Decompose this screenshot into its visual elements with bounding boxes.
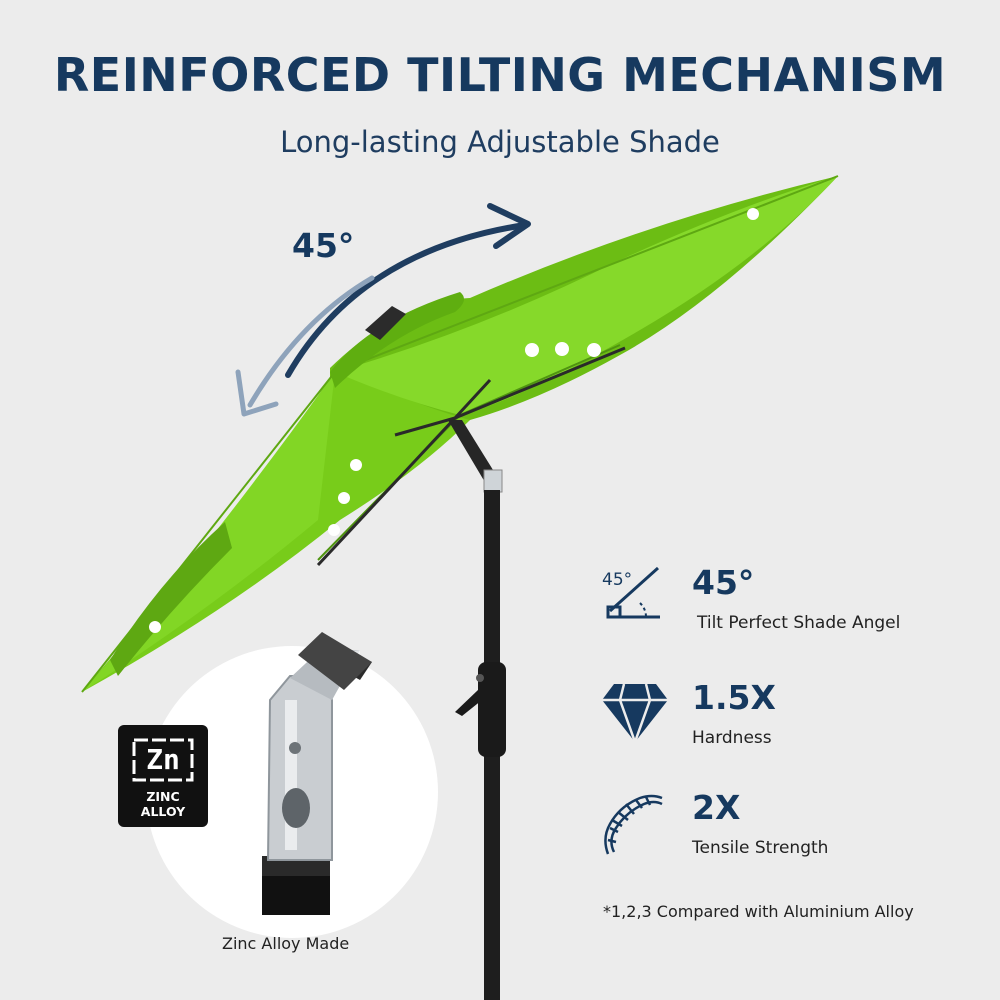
feature-value: 2X	[692, 788, 741, 827]
curved-double-arrow-icon	[235, 203, 531, 417]
tilt-angle-label: 45°	[292, 226, 355, 265]
feature-description: Tensile Strength	[692, 838, 829, 858]
badge-label: ZINC ALLOY	[118, 789, 208, 819]
badge-line-2: ALLOY	[140, 804, 186, 819]
feature-tilt: 45° 45° Tilt Perfect Shade Angel	[600, 563, 980, 653]
feature-value: 45°	[692, 563, 755, 602]
page-subtitle: Long-lasting Adjustable Shade	[280, 125, 720, 159]
feature-value: 1.5X	[692, 678, 776, 717]
feature-description: Tilt Perfect Shade Angel	[697, 613, 901, 633]
umbrella-pole	[448, 420, 506, 1000]
feature-tensile: 2X Tensile Strength	[600, 788, 980, 878]
zinc-alloy-badge: Zn ZINC ALLOY	[118, 725, 208, 827]
badge-line-1: ZINC	[146, 789, 180, 804]
diamond-icon	[602, 683, 668, 746]
led-lights	[149, 208, 759, 633]
feature-description: Hardness	[692, 728, 772, 748]
page-title: REINFORCED TILTING MECHANISM	[53, 48, 947, 102]
umbrella-canopy	[81, 175, 839, 693]
umbrella-ribs	[316, 346, 626, 567]
zn-frame-icon	[132, 738, 194, 782]
tilt-icon-text: 45°	[602, 570, 632, 590]
detail-caption: Zinc Alloy Made	[222, 934, 350, 953]
zinc-joint-detail	[146, 632, 438, 938]
spring-coil-icon	[604, 794, 663, 855]
zn-symbol: Zn	[146, 743, 180, 776]
feature-hardness: 1.5X Hardness	[600, 678, 980, 768]
tilt-angle-icon: 45°	[602, 566, 660, 619]
footnote: *1,2,3 Compared with Aluminium Alloy	[603, 902, 914, 921]
